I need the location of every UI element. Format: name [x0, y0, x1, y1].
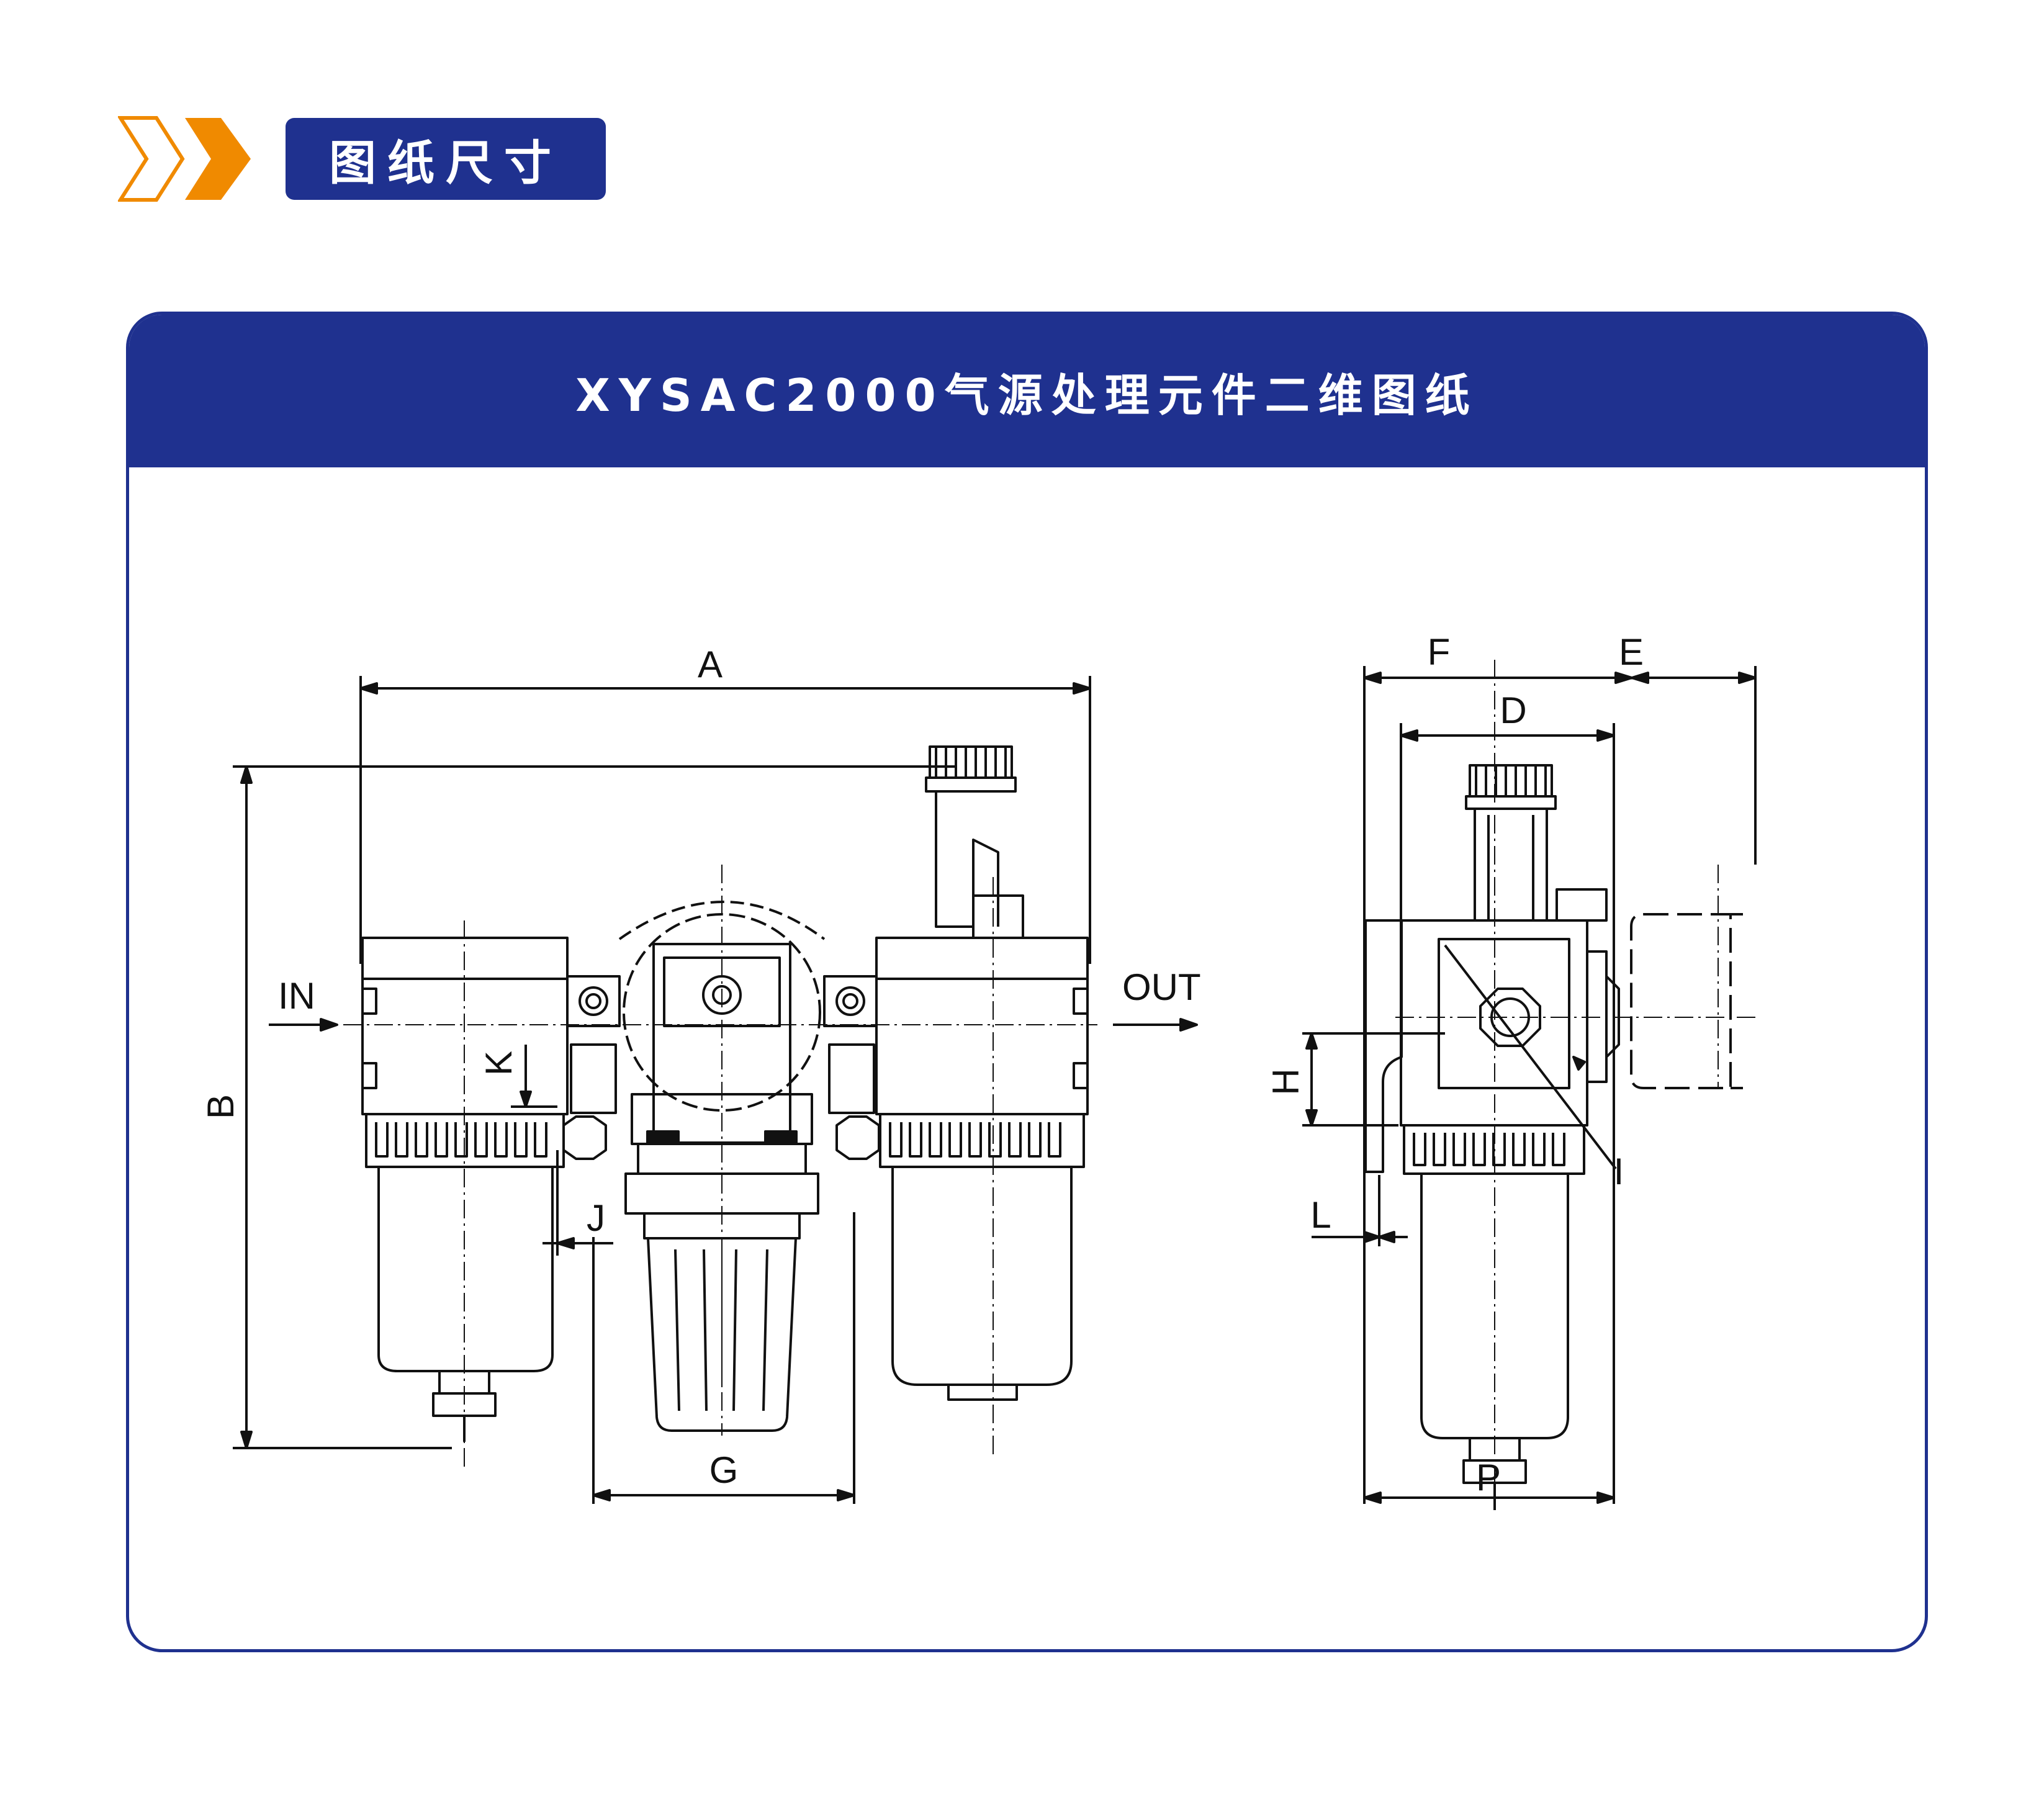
label-I: I: [1614, 1151, 1624, 1192]
technical-drawing: A B IN OUT K J G F E D H I L P: [200, 631, 1757, 1510]
label-OUT: OUT: [1122, 966, 1201, 1008]
double-chevron-icon: [118, 116, 251, 202]
label-H: H: [1265, 1068, 1307, 1095]
label-D: D: [1500, 690, 1526, 731]
label-A: A: [698, 644, 723, 685]
label-F: F: [1428, 631, 1451, 673]
label-J: J: [587, 1197, 605, 1239]
label-G: G: [709, 1449, 739, 1491]
label-L: L: [1310, 1194, 1331, 1236]
section-title: 图纸尺寸: [286, 118, 606, 200]
card-title: XYSAC2000气源处理元件二维图纸: [129, 315, 1925, 467]
label-K: K: [478, 1051, 520, 1076]
label-E: E: [1619, 631, 1644, 673]
drawing-card: XYSAC2000气源处理元件二维图纸: [126, 312, 1928, 1652]
label-IN: IN: [278, 975, 315, 1017]
label-P: P: [1476, 1457, 1501, 1498]
label-B: B: [200, 1094, 241, 1119]
